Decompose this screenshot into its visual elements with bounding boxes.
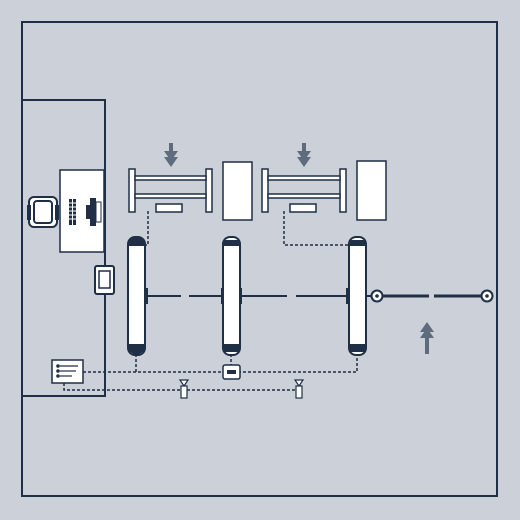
- valve-2: [293, 379, 305, 399]
- control-panel-icon: [51, 359, 84, 384]
- storage-rack-1: [128, 168, 213, 213]
- control-room: [21, 99, 106, 397]
- down-arrow-icon-1: [164, 143, 178, 167]
- junction-box: [222, 364, 241, 380]
- chair-icon: [27, 196, 59, 228]
- roller-1: [127, 236, 148, 356]
- monitor-icon: [86, 198, 102, 226]
- tension-line: [366, 289, 494, 303]
- down-arrow-icon-2: [297, 143, 311, 167]
- cabinet-1: [222, 161, 253, 221]
- up-arrow-icon: [420, 322, 434, 354]
- roller-3: [346, 236, 367, 356]
- valve-1: [178, 379, 190, 399]
- room-boundary: [21, 21, 498, 497]
- cabinet-2: [356, 160, 387, 221]
- handheld-terminal-icon: [94, 265, 115, 295]
- keyboard-icon: [69, 199, 76, 225]
- storage-rack-2: [261, 168, 347, 213]
- control-wiring: [63, 211, 358, 391]
- roller-2: [221, 236, 242, 356]
